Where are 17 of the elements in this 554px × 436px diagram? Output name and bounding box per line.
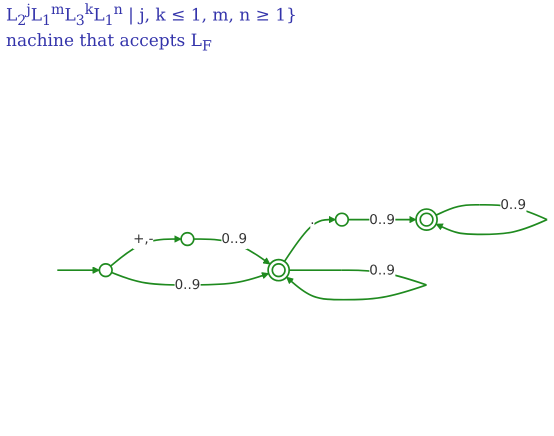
edge-label: 0..9 [369,210,395,227]
arrow [57,266,100,274]
node-circle [180,232,195,246]
node-doublecircle [415,208,438,231]
arrow [110,235,182,266]
edge-label: 0..9 [369,261,395,278]
arrow [284,216,336,262]
edge-label: 0..9 [500,196,526,212]
formula-text: L$_{2}$$^{j}$L$_{1}$$^{m}$L$_{3}$$^{k}$L$_{1}$$^{n}$ | j, k ≤ 1, m, n ≥ 1} [6,2,298,31]
edge-label: . [310,210,315,227]
edge-label: 0..9 [174,276,200,292]
edge-label: +,- [133,230,154,246]
formula-text: nachine that accepts L$_{F}$ [6,30,213,56]
node-doublecircle [267,258,290,282]
node-circle [334,212,350,226]
edge-label: 0..9 [221,230,248,246]
node-circle [98,262,113,278]
